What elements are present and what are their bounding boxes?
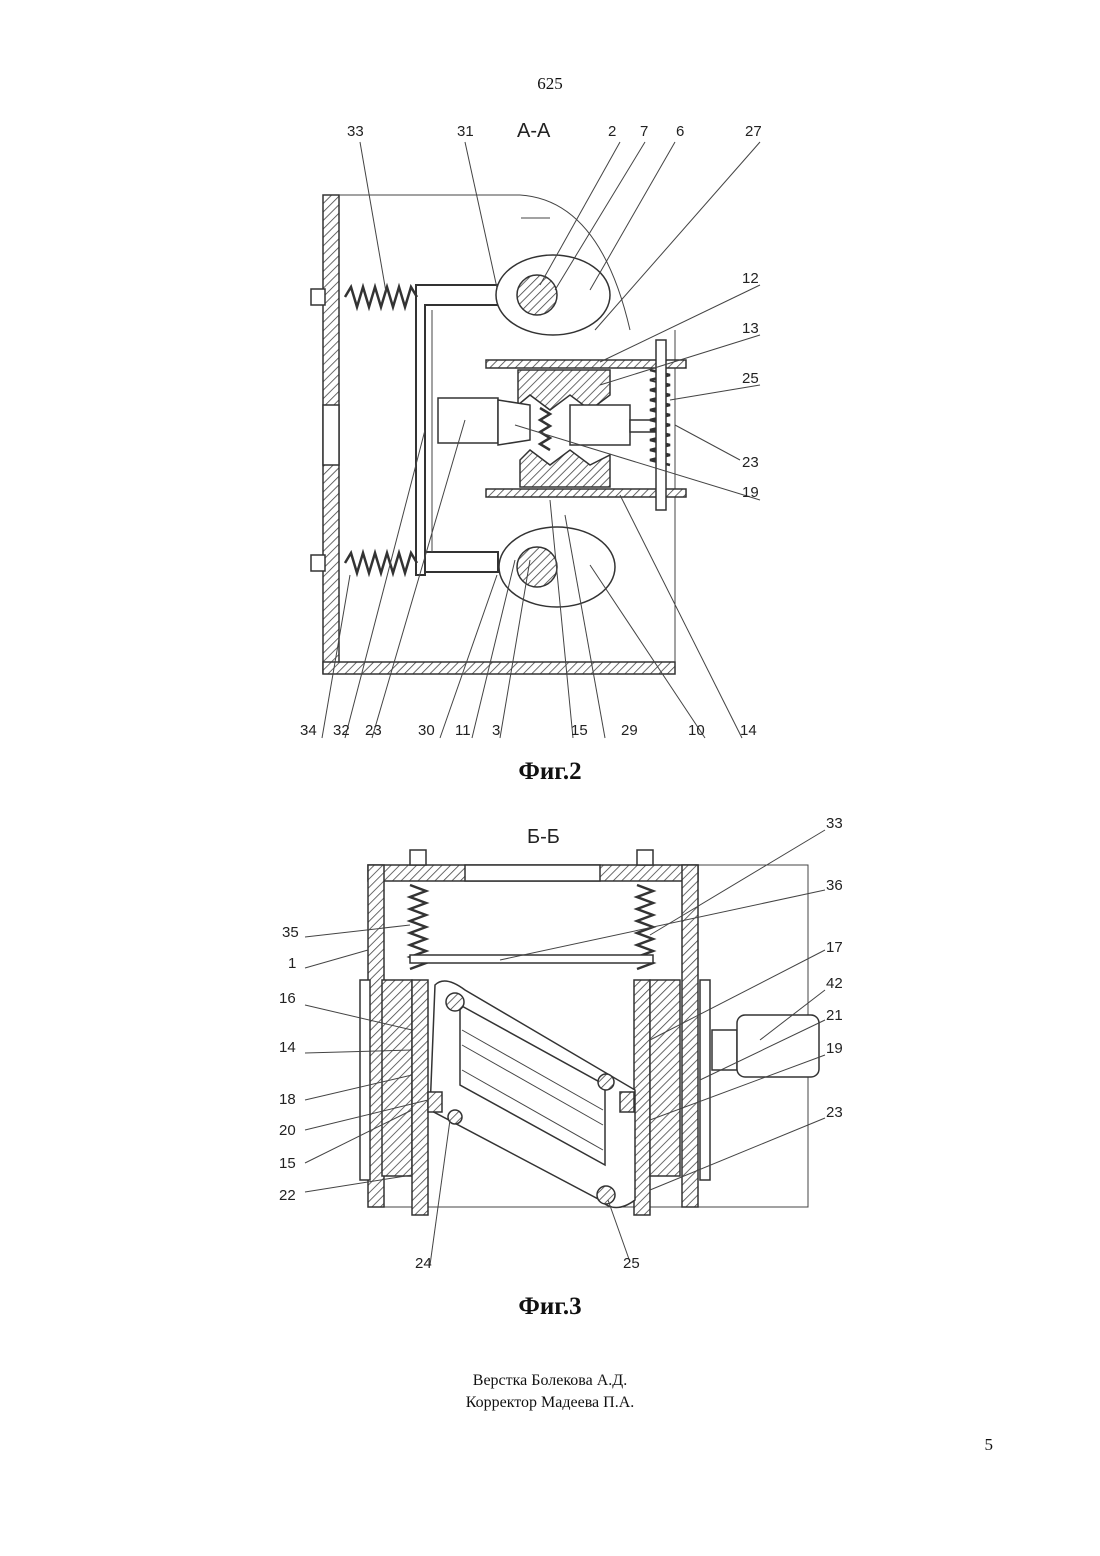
fig2-label-23b: 23 bbox=[365, 722, 382, 739]
fig3-label-35: 35 bbox=[282, 924, 299, 941]
page-bottom-number: 5 bbox=[985, 1435, 994, 1455]
credits-corrector: Корректор Мадеева П.А. bbox=[0, 1392, 1100, 1414]
fig2-label-13: 13 bbox=[742, 320, 759, 337]
fig2-label-27: 27 bbox=[745, 123, 762, 140]
fig3-label-23: 23 bbox=[826, 1104, 843, 1121]
fig3-label-19: 19 bbox=[826, 1040, 843, 1057]
fig2-label-19: 19 bbox=[742, 484, 759, 501]
fig3-label-20: 20 bbox=[279, 1122, 296, 1139]
fig2-label-2: 2 bbox=[608, 123, 616, 140]
fig2-label-30: 30 bbox=[418, 722, 435, 739]
fig2-label-15: 15 bbox=[571, 722, 588, 739]
fig2-label-10: 10 bbox=[688, 722, 705, 739]
fig2-label-33: 33 bbox=[347, 123, 364, 140]
figure-2-drawing: А-А 33 31 2 7 6 27 bbox=[0, 0, 1100, 790]
credits-layout: Верстка Болекова А.Д. bbox=[0, 1370, 1100, 1392]
fig3-label-17: 17 bbox=[826, 939, 843, 956]
fig3-label-22: 22 bbox=[279, 1187, 296, 1204]
fig2-label-14: 14 bbox=[740, 722, 757, 739]
fig3-label-36: 36 bbox=[826, 877, 843, 894]
fig2-label-6: 6 bbox=[676, 123, 684, 140]
fig3-label-16: 16 bbox=[279, 990, 296, 1007]
fig3-label-14: 14 bbox=[279, 1039, 296, 1056]
fig3-label-42: 42 bbox=[826, 975, 843, 992]
fig3-section-label: Б-Б bbox=[527, 826, 560, 848]
fig2-label-12: 12 bbox=[742, 270, 759, 287]
fig3-label-15: 15 bbox=[279, 1155, 296, 1172]
fig3-label-1: 1 bbox=[288, 955, 296, 972]
fig3-label-33: 33 bbox=[826, 815, 843, 832]
fig2-label-11: 11 bbox=[455, 722, 471, 739]
fig2-caption: Фиг.2 bbox=[0, 758, 1100, 786]
fig2-label-29: 29 bbox=[621, 722, 638, 739]
fig2-label-25: 25 bbox=[742, 370, 759, 387]
fig3-label-25: 25 bbox=[623, 1255, 640, 1272]
fig3-label-21: 21 bbox=[826, 1007, 843, 1024]
fig3-caption: Фиг.3 bbox=[0, 1293, 1100, 1321]
credits: Верстка Болекова А.Д. Корректор Мадеева … bbox=[0, 1370, 1100, 1414]
fig3-label-18: 18 bbox=[279, 1091, 296, 1108]
fig3-label-24: 24 bbox=[415, 1255, 432, 1272]
fig2-label-7: 7 bbox=[640, 123, 648, 140]
fig2-label-32: 32 bbox=[333, 722, 350, 739]
fig2-label-34: 34 bbox=[300, 722, 317, 739]
fig2-label-23: 23 bbox=[742, 454, 759, 471]
fig2-label-31: 31 bbox=[457, 123, 474, 140]
fig2-label-3: 3 bbox=[492, 722, 500, 739]
fig2-section-label: А-А bbox=[517, 120, 551, 142]
figure-3-drawing: Б-Б 33 36 17 42 21 19 23 bbox=[0, 800, 1100, 1300]
